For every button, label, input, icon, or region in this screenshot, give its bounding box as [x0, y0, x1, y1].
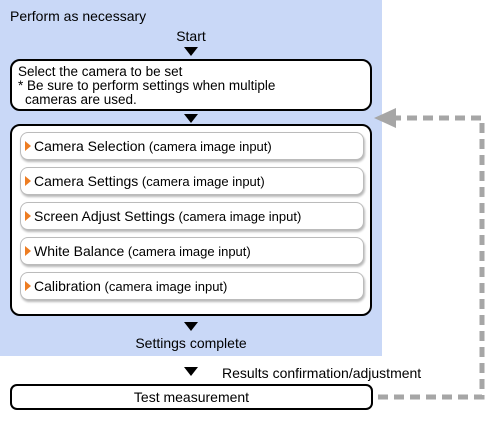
item-detail: (camera image input): [145, 139, 272, 154]
select-camera-line-2: * Be sure to perform settings when multi…: [18, 78, 276, 93]
item-label: Calibration: [34, 278, 101, 294]
triangle-right-icon: [25, 281, 31, 291]
item-detail: (camera image input): [124, 244, 251, 259]
select-camera-step: Select the camera to be set * Be sure to…: [10, 59, 372, 111]
item-label: Camera Selection: [34, 138, 146, 154]
triangle-right-icon: [25, 211, 31, 221]
loop-arrowhead-icon: [374, 108, 396, 128]
white-balance-item[interactable]: White Balance (camera image input): [20, 237, 364, 265]
item-detail: (camera image input): [174, 209, 302, 224]
settings-panel: Perform as necessary Start Select the ca…: [0, 0, 382, 356]
arrow-down-icon: [184, 47, 198, 56]
item-detail: (camera image input): [100, 279, 228, 294]
camera-selection-item[interactable]: Camera Selection (camera image input): [20, 132, 364, 160]
settings-complete-label: Settings complete: [135, 335, 247, 351]
item-label: White Balance: [34, 243, 125, 259]
results-confirmation-label: Results confirmation/adjustment: [222, 365, 422, 381]
triangle-right-icon: [25, 141, 31, 151]
item-label: Camera Settings: [34, 173, 139, 189]
start-label: Start: [176, 28, 206, 44]
arrow-down-icon: [184, 114, 198, 123]
arrow-down-icon: [184, 322, 198, 331]
triangle-right-icon: [25, 246, 31, 256]
panel-title: Perform as necessary: [10, 8, 147, 24]
arrow-down-icon: [184, 367, 198, 376]
triangle-right-icon: [25, 176, 31, 186]
screen-adjust-settings-item[interactable]: Screen Adjust Settings (camera image inp…: [20, 202, 364, 230]
camera-settings-group: Camera Selection (camera image input) Ca…: [10, 124, 372, 316]
item-detail: (camera image input): [138, 174, 265, 189]
loop-dashed-line: [378, 115, 485, 400]
select-camera-line-3: cameras are used.: [25, 92, 137, 107]
item-label: Screen Adjust Settings: [34, 208, 175, 224]
test-measurement-label: Test measurement: [133, 389, 250, 405]
calibration-item[interactable]: Calibration (camera image input): [20, 272, 364, 300]
test-measurement-step: Test measurement: [10, 384, 373, 410]
select-camera-line-1: Select the camera to be set: [18, 64, 183, 79]
camera-settings-item[interactable]: Camera Settings (camera image input): [20, 167, 364, 195]
